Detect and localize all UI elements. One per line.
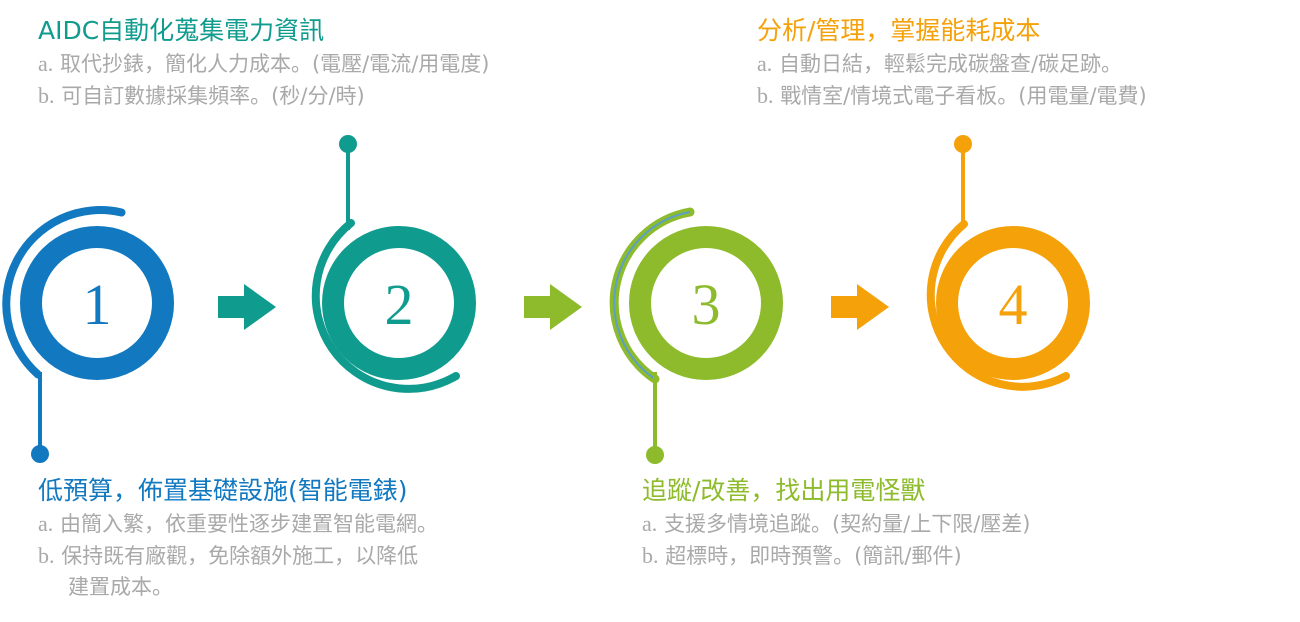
step-4-dot [954,135,972,153]
step-1-line-b-continuation: 建置成本。 [68,575,173,599]
step-3-outer-arc-accent [613,211,691,380]
step-2-title: AIDC自動化蒐集電力資訊 [38,16,325,45]
step-1-line-a-text: 由簡入繁，依重要性逐步建置智能電網。 [59,512,438,536]
step-3-line-a-label: a. [642,511,658,536]
arrow-1-icon [218,284,276,330]
step-1-line-a-label: a. [38,511,54,536]
step-4-number: 4 [999,272,1028,337]
step-3-dot [646,446,664,464]
step-1-node: 1 [2,206,174,463]
step-3-line-a: a. 支援多情境追蹤。(契約量/上下限/壓差) [642,508,1031,540]
step-4-title: 分析/管理，掌握能耗成本 [757,16,1041,45]
step-3-description: 追蹤/改善，找出用電怪獸 a. 支援多情境追蹤。(契約量/上下限/壓差) b. … [642,474,1031,572]
step-3-number: 3 [692,272,721,337]
step-3-line-b-label: b. [642,543,659,568]
step-3-line-a-text: 支援多情境追蹤。(契約量/上下限/壓差) [663,512,1031,536]
step-2-line-b-label: b. [38,83,55,108]
step-2-number: 2 [385,272,414,337]
arrow-2-icon [524,284,582,330]
step-2-line-a-text: 取代抄錶，簡化人力成本。(電壓/電流/用電度) [59,52,490,76]
step-3-title: 追蹤/改善，找出用電怪獸 [642,476,926,505]
step-4-description: 分析/管理，掌握能耗成本 a. 自動日結，輕鬆完成碳盤查/碳足跡。 b. 戰情室… [757,14,1147,112]
step-1-number: 1 [83,272,112,337]
step-4-line-a-text: 自動日結，輕鬆完成碳盤查/碳足跡。 [778,52,1123,76]
step-1-ring [20,226,174,380]
step-2-ring [322,226,476,380]
step-4-outer-arc [926,220,1070,391]
step-2-node: 2 [311,135,476,393]
step-2-line-b-text: 可自訂數據採集頻率。(秒/分/時) [61,84,365,108]
step-1-line-b-text: 保持既有廠觀，免除額外施工，以降低 [61,544,419,568]
step-1-line-b: b. 保持既有廠觀，免除額外施工，以降低 [38,540,438,572]
step-3-line-b-text: 超標時，即時預警。(簡訊/郵件) [665,544,962,568]
step-1-outer-arc [2,206,126,379]
step-4-line-b-label: b. [757,83,774,108]
step-3-line-b: b. 超標時，即時預警。(簡訊/郵件) [642,540,1031,572]
step-2-line-a: a. 取代抄錶，簡化人力成本。(電壓/電流/用電度) [38,48,490,80]
arrow-3-icon [831,284,889,330]
step-1-description: 低預算，佈置基礎設施(智能電錶) a. 由簡入繁，依重要性逐步建置智能電網。 b… [38,474,438,603]
step-2-outer-arc [311,219,460,393]
step-1-title: 低預算，佈置基礎設施(智能電錶) [38,476,408,505]
step-3-node: 3 [609,207,783,464]
step-1-dot [31,445,49,463]
step-3-ring [629,226,783,380]
step-2-line-b: b. 可自訂數據採集頻率。(秒/分/時) [38,80,490,112]
step-2-dot [339,135,357,153]
step-1-line-b-label: b. [38,543,55,568]
step-1-line-a: a. 由簡入繁，依重要性逐步建置智能電網。 [38,508,438,540]
step-2-line-a-label: a. [38,51,54,76]
step-4-line-a: a. 自動日結，輕鬆完成碳盤查/碳足跡。 [757,48,1147,80]
step-4-line-b-text: 戰情室/情境式電子看板。(用電量/電費) [780,84,1147,108]
step-4-ring [936,226,1090,380]
step-4-line-a-label: a. [757,51,773,76]
step-4-node: 4 [926,135,1090,391]
step-4-line-b: b. 戰情室/情境式電子看板。(用電量/電費) [757,80,1147,112]
step-2-description: AIDC自動化蒐集電力資訊 a. 取代抄錶，簡化人力成本。(電壓/電流/用電度)… [38,14,490,112]
